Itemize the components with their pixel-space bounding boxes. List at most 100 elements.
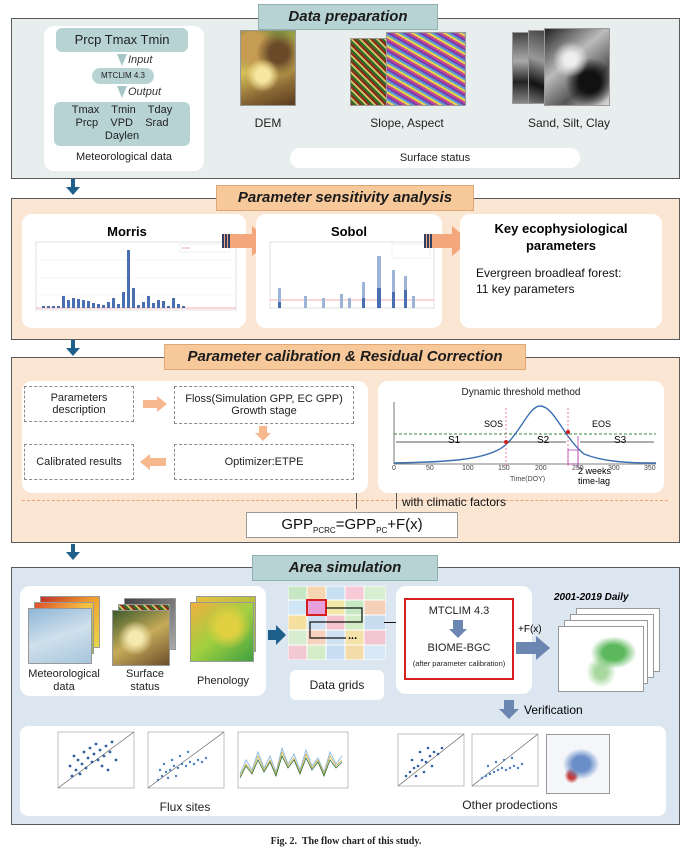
x-axis-title: Time(DOY) [510, 476, 546, 483]
grid-model-line [384, 622, 402, 624]
key-params-desc-2: 11 key parameters [476, 282, 575, 296]
sobol-key-arrow-stem [432, 234, 452, 248]
x-tick-150: 150 [498, 465, 510, 472]
floss-optimizer-arrow-icon [255, 433, 271, 441]
sobol-label: Sobol [330, 224, 368, 239]
formula-sub-pcrc: PCRC [313, 526, 336, 535]
verification-arrow-stem [504, 700, 514, 710]
fx-label: +F(x) [518, 624, 542, 635]
connector-3-stem [71, 544, 75, 553]
dem-map-image [240, 30, 296, 106]
two-weeks-label: 2 weeks [578, 466, 612, 476]
connector-2-stem [71, 340, 75, 349]
divider-tick-right [396, 493, 397, 509]
params-desc-line-1: Parameters [50, 392, 108, 404]
mtclim-model-box: MTCLIM 4.3 [92, 68, 154, 84]
met-data-label-2: data [53, 681, 75, 693]
inputs-grid-arrow-icon [276, 625, 286, 645]
data-grid-dots: ... [348, 630, 358, 642]
surface-status-label-2: status [130, 681, 160, 693]
slope-aspect-label: Slope, Aspect [370, 116, 444, 130]
surface-status-label-1: Surface [126, 668, 164, 680]
surface-status-caption: Surface status [290, 148, 580, 168]
parameters-description-box: Parameters description [24, 386, 134, 422]
fx-arrow-stem [516, 642, 536, 654]
optimizer-calibrated-arrow-stem [150, 458, 166, 466]
optimizer-calibrated-arrow-icon [140, 454, 150, 470]
x-tick-0: 0 [392, 465, 396, 472]
connector-1-stem [71, 179, 75, 188]
morris-label: Morris [107, 224, 147, 239]
s1-label: S1 [448, 435, 461, 446]
morris-sobol-arrow-stripes [222, 234, 230, 248]
verification-arrow-icon [499, 709, 519, 719]
x-tick-50: 50 [426, 465, 434, 472]
eos-label: EOS [592, 419, 612, 429]
verification-label: Verification [524, 703, 583, 717]
params-floss-arrow-icon [157, 396, 167, 412]
met-output-row-1: Tmax Tmin Tday [71, 104, 173, 116]
optimizer-box: Optimizer:ETPE [174, 444, 354, 480]
input-label: Input [128, 54, 153, 66]
data-preparation-title: Data preparation [258, 4, 438, 30]
x-tick-200: 200 [535, 465, 547, 472]
key-params-title-2: parameters [525, 238, 597, 253]
morris-chart [35, 241, 237, 311]
mtclim-biome-arrow-icon [449, 629, 467, 638]
dem-label: DEM [254, 116, 282, 130]
data-grids-label: Data grids [290, 670, 384, 700]
sobol-key-arrow-stripes [424, 234, 432, 248]
biome-note-label: (after parameter calibration) [412, 659, 506, 668]
other-scatter-2 [471, 733, 539, 787]
x-tick-250: 250 [572, 465, 584, 472]
floss-optimizer-arrow-stem [259, 426, 267, 434]
flux-scatter-1 [57, 731, 135, 789]
other-productions-label: Other prodections [462, 798, 558, 812]
model-red-box [404, 598, 514, 680]
met-layer-1 [28, 608, 92, 664]
sensitivity-title: Parameter sensitivity analysis [216, 185, 474, 211]
met-data-caption: Meteorological data [75, 151, 172, 163]
flux-sites-label: Flux sites [159, 800, 211, 814]
clay-map-image [544, 28, 610, 106]
flux-scatter-2 [147, 731, 225, 789]
connector-2-arrow-icon [66, 348, 80, 356]
met-output-row-2: Prcp VPD Srad [75, 117, 169, 129]
s2-label: S2 [537, 435, 550, 446]
sand-silt-clay-label: Sand, Silt, Clay [527, 116, 611, 130]
input-arrow-icon [117, 54, 127, 66]
dynamic-threshold-chart [393, 402, 657, 468]
sobol-chart [269, 241, 435, 309]
floss-box: Floss(Simulation GPP, EC GPP) Growth sta… [174, 386, 354, 424]
formula-tail: +F(x) [387, 516, 423, 533]
params-floss-arrow-stem [143, 400, 157, 408]
connector-3-arrow-icon [66, 552, 80, 560]
met-output-row-3: Daylen [104, 130, 140, 142]
inputs-grid-arrow-stem [268, 630, 276, 640]
mtclim-label: MTCLIM 4.3 [428, 605, 490, 617]
key-params-desc-1: Evergreen broadleaf forest: [476, 266, 622, 280]
morris-sobol-arrow-stem [230, 234, 252, 248]
area-simulation-title: Area simulation [252, 555, 438, 581]
other-map [546, 734, 610, 794]
gpp-formula-box: GPPPCRC=GPPPC+F(x) [246, 512, 458, 538]
formula-sub-pc: PC [376, 526, 388, 535]
x-tick-labels: 0 50 100 150 200 250 300 350 [392, 465, 660, 475]
divider-tick-left [356, 493, 357, 509]
dynamic-threshold-card [378, 381, 664, 493]
connector-1-arrow-icon [66, 187, 80, 195]
met-outputs-box [54, 102, 190, 146]
surface-layer-1 [112, 610, 170, 666]
calibration-divider [22, 500, 668, 501]
output-label: Output [128, 86, 162, 98]
phenology-layer-1 [190, 602, 254, 662]
floss-line-2: Growth stage [231, 405, 297, 417]
s3-label: S3 [614, 435, 627, 446]
x-tick-300: 300 [608, 465, 620, 472]
key-params-title-1: Key ecophysiological [494, 221, 628, 236]
output-arrow-icon [117, 86, 127, 98]
data-grid-graphic [288, 586, 386, 660]
daily-map-1 [558, 626, 644, 692]
calibrated-results-box: Calibrated results [24, 444, 134, 480]
key-params-card [460, 214, 662, 328]
